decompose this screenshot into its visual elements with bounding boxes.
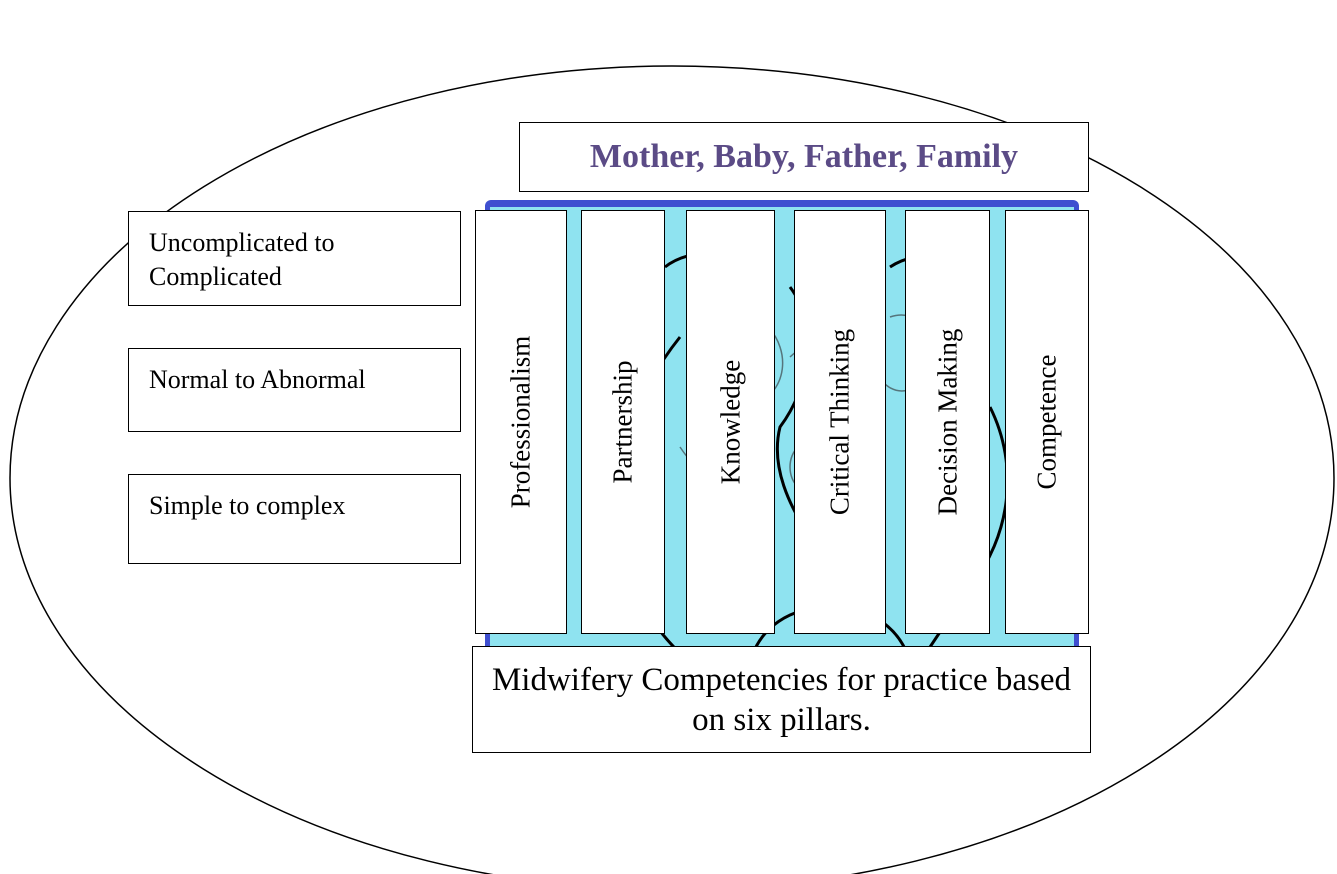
pillar-label: Critical Thinking [824,328,855,516]
side-box-normality: Normal to Abnormal [128,348,461,432]
pillar-label: Decision Making [932,328,962,516]
side-box-label: Normal to Abnormal [149,365,366,394]
pillar-critical-thinking: Critical Thinking [794,210,886,634]
pillar-label: Competence [1031,354,1062,490]
mother-baby-illustration [616,251,1009,655]
pillar-label: Professionalism [505,335,536,509]
foundation-text: Midwifery Competencies for practice base… [491,662,1072,738]
pillar-professionalism: Professionalism [475,210,567,634]
family-title: Mother, Baby, Father, Family [589,138,1019,175]
pillar-label: Knowledge [715,359,745,485]
pillar-decision-making: Decision Making [905,210,990,634]
family-title-box: Mother, Baby, Father, Family [519,122,1089,192]
foundation-box: Midwifery Competencies for practice base… [472,646,1091,753]
side-box-label: Uncomplicated to Complicated [149,228,335,291]
side-box-complexity: Simple to complex [128,474,461,564]
pillar-label: Partnership [607,360,638,484]
pillar-partnership: Partnership [581,210,665,634]
pillar-knowledge: Knowledge [686,210,775,634]
side-box-complication: Uncomplicated to Complicated [128,211,461,306]
side-box-label: Simple to complex [149,491,346,520]
pillar-competence: Competence [1005,210,1089,634]
